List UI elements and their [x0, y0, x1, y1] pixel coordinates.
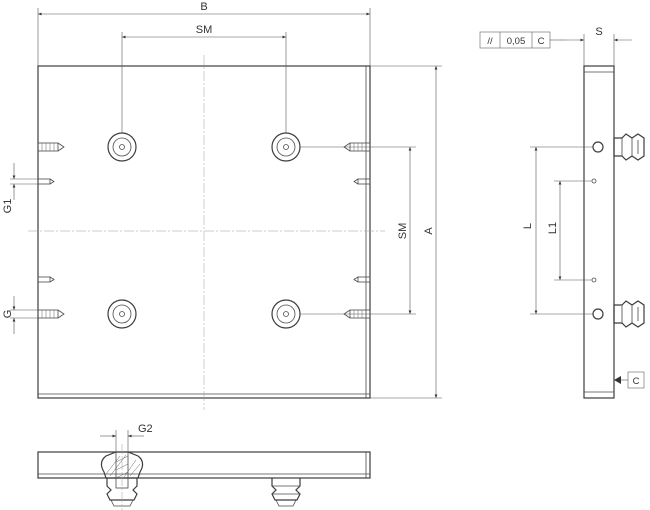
- hole-top-right: [271, 132, 301, 162]
- tolerance-datum: C: [538, 36, 545, 47]
- side-small-hole-bottom: [591, 277, 597, 283]
- side-hole-top: [592, 141, 604, 153]
- dimension-g-label: G: [2, 310, 14, 319]
- dimension-l1-label: L1: [547, 222, 559, 234]
- side-plate-outline: [583, 65, 615, 399]
- dimension-s-label: S: [595, 26, 602, 38]
- dimension-sm-horizontal-label: SM: [196, 24, 213, 36]
- fitting-right: [271, 478, 301, 507]
- side-thread-right-3: [353, 276, 371, 283]
- dimension-a-label: A: [423, 227, 435, 235]
- dimension-l1: L1: [547, 180, 592, 281]
- dimension-b: B: [37, 1, 371, 66]
- hole-bottom-left: [107, 299, 137, 329]
- dimension-g: G: [2, 296, 38, 334]
- side-small-hole-top: [591, 178, 597, 184]
- side-hole-bottom: [592, 308, 604, 320]
- datum-reference: C: [614, 371, 645, 389]
- side-thread-right-2: [353, 178, 371, 185]
- side-thread-left-4: [37, 309, 65, 319]
- side-view: L L1 S // 0,05 C: [479, 26, 645, 399]
- side-fitting-top: [613, 133, 645, 161]
- dimension-l-label: L: [522, 223, 534, 229]
- tolerance-symbol: //: [487, 36, 493, 47]
- datum-reference-label: C: [633, 376, 640, 387]
- hole-bottom-right: [271, 299, 301, 329]
- bottom-plate-outline: [37, 451, 371, 479]
- dimension-s: S: [566, 26, 632, 66]
- section-fitting-left: [100, 444, 144, 510]
- side-thread-left-3: [37, 276, 55, 283]
- dimension-g2: G2: [100, 423, 153, 452]
- tolerance-value: 0,05: [507, 36, 526, 47]
- tolerance-frame: // 0,05 C: [479, 31, 566, 49]
- dimension-g1-label: G1: [2, 199, 14, 214]
- bottom-view: G2: [37, 423, 371, 510]
- front-view: B SM SM A G1: [2, 1, 442, 410]
- dimension-g1: G1: [2, 163, 38, 213]
- side-fitting-bottom: [613, 300, 645, 328]
- dimension-l: L: [522, 146, 593, 315]
- dimension-b-label: B: [200, 1, 207, 13]
- dimension-sm-vertical: SM: [300, 146, 416, 315]
- dimension-sm-vertical-label: SM: [397, 223, 409, 240]
- side-thread-left-1: [37, 142, 65, 152]
- dimension-sm-horizontal: SM: [121, 24, 287, 133]
- dimension-g2-label: G2: [138, 423, 153, 435]
- side-thread-left-2: [37, 178, 55, 185]
- hole-top-left: [107, 132, 137, 162]
- dimension-a: A: [370, 65, 442, 399]
